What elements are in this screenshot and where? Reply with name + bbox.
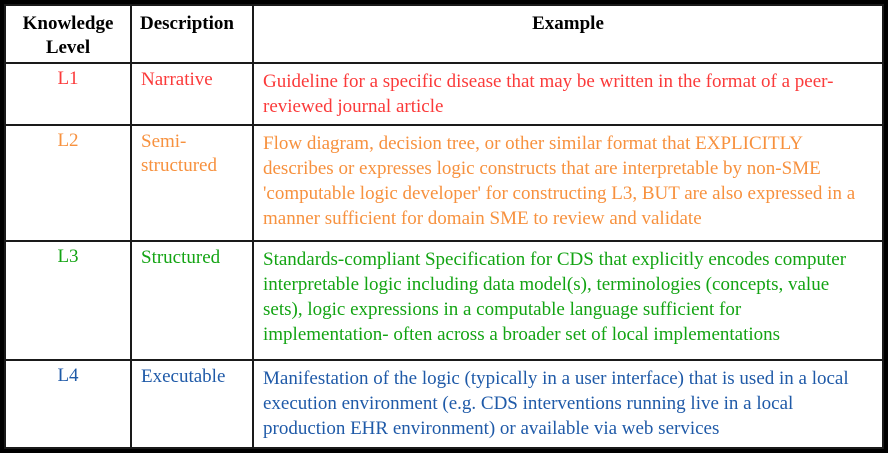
example-value: Flow diagram, decision tree, or other si… [252, 124, 884, 243]
description-value: Executable [130, 358, 254, 450]
example-value: Manifestation of the logic (typically in… [252, 358, 884, 450]
table-row: L2 Semi-structured Flow diagram, decisio… [4, 124, 884, 243]
table-row: L1 Narrative Guideline for a specific di… [4, 61, 884, 127]
knowledge-level-value: L3 [4, 240, 132, 361]
table-row: L3 Structured Standards-compliant Specif… [4, 240, 884, 361]
knowledge-level-value: L2 [4, 124, 132, 243]
column-header-description: Description [130, 4, 254, 64]
header-row: Knowledge Level Description Example [4, 4, 884, 64]
table-row: L4 Executable Manifestation of the logic… [4, 358, 884, 450]
example-value: Standards-compliant Specification for CD… [252, 240, 884, 361]
description-value: Structured [130, 240, 254, 361]
example-value: Guideline for a specific disease that ma… [252, 61, 884, 127]
knowledge-level-value: L4 [4, 358, 132, 450]
knowledge-level-value: L1 [4, 61, 132, 127]
column-header-example: Example [252, 4, 884, 64]
description-value: Semi-structured [130, 124, 254, 243]
knowledge-levels-table-grid: Knowledge Level Description Example L1 N… [4, 4, 884, 450]
column-header-knowledge-level: Knowledge Level [4, 4, 132, 64]
description-value: Narrative [130, 61, 254, 127]
